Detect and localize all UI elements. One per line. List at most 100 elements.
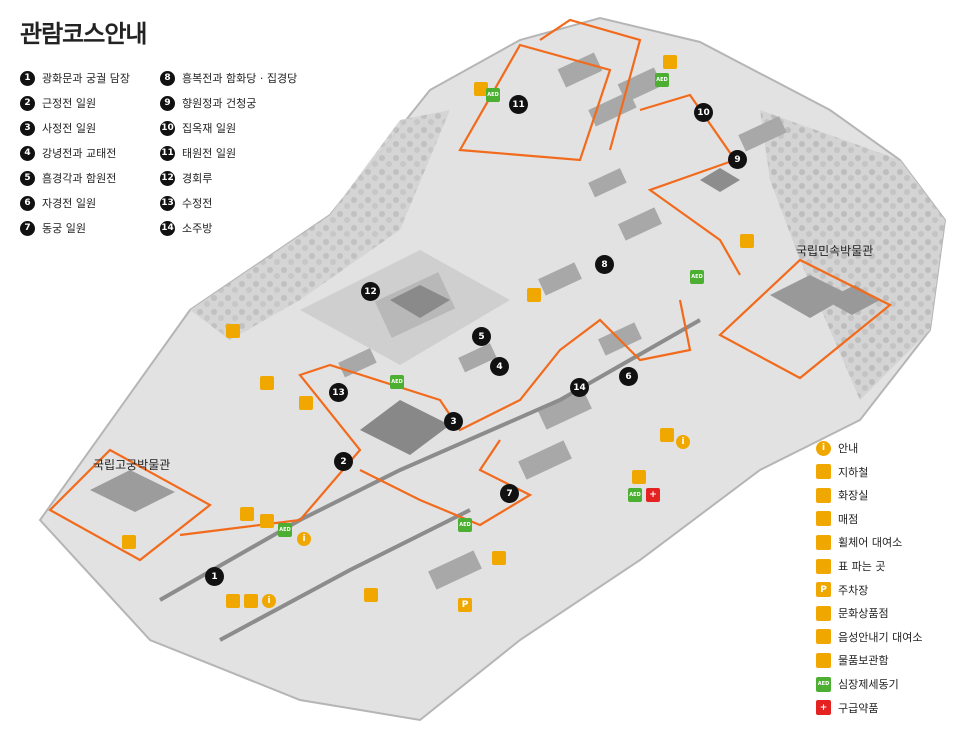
hyangwonjeong-pavilion (700, 168, 740, 192)
restroom-icon[interactable] (260, 376, 274, 390)
map-marker[interactable]: 14 (570, 378, 589, 397)
route-number-badge: 11 (160, 145, 175, 161)
info-icon[interactable]: i (297, 532, 311, 546)
legend-item: 물품보관함 (816, 652, 889, 668)
map-marker[interactable]: 3 (444, 412, 463, 431)
legend-label: 휠체어 대여소 (838, 536, 903, 550)
first-aid-icon[interactable]: + (646, 488, 660, 502)
aed-icon[interactable]: AED (458, 518, 472, 532)
info-icon[interactable]: i (676, 435, 690, 449)
route-label: 향원정과 건청궁 (182, 97, 257, 110)
route-number-badge: 13 (160, 195, 175, 211)
audio-guide-icon (816, 629, 831, 645)
map-marker[interactable]: 12 (361, 282, 380, 301)
legend-label: 심장제세동기 (838, 678, 899, 691)
locker-icon[interactable] (240, 507, 254, 521)
palace-walls (159, 318, 701, 642)
store-icon[interactable] (364, 588, 378, 602)
folk-museum-building (770, 275, 850, 318)
ticket-icon[interactable] (226, 594, 240, 608)
info-icon[interactable]: i (262, 594, 276, 608)
restroom-icon[interactable] (492, 551, 506, 565)
ticket-icon[interactable] (226, 324, 240, 338)
route-number-badge: 12 (160, 170, 175, 186)
subway-icon (816, 464, 831, 480)
legend-label: 안내 (838, 442, 859, 455)
restroom-icon[interactable] (740, 234, 754, 248)
legend-item: i 안내 (816, 440, 858, 456)
aed-icon[interactable]: AED (655, 73, 669, 87)
palace-museum-label: 국립고궁박물관 (93, 458, 171, 472)
route-item: 2 근정전 일원 (20, 95, 96, 111)
restroom-icon (816, 487, 831, 503)
route-label: 근정전 일원 (42, 97, 97, 110)
legend-label: 주차장 (838, 583, 869, 597)
route-label: 경회루 (182, 172, 213, 185)
gift-shop-icon (816, 605, 831, 621)
route-label: 광화문과 궁궐 담장 (42, 72, 130, 85)
route-item: 5 흠경각과 함원전 (20, 170, 116, 186)
aed-icon[interactable]: AED (486, 88, 500, 102)
route-number-badge: 6 (20, 195, 35, 211)
legend-item: +구급약품 (816, 700, 878, 716)
restroom-icon[interactable] (527, 288, 541, 302)
map-marker[interactable]: 10 (694, 103, 713, 122)
route-label: 자경전 일원 (42, 197, 97, 210)
route-item: 9 향원정과 건청궁 (160, 95, 256, 111)
route-number-badge: 2 (20, 95, 35, 111)
aed-icon[interactable]: AED (628, 488, 642, 502)
restroom-icon[interactable] (632, 470, 646, 484)
page-title: 관람코스안내 (20, 20, 147, 48)
route-label: 소주방 (182, 222, 213, 235)
map-marker[interactable]: 8 (595, 255, 614, 274)
map-marker[interactable]: 1 (205, 567, 224, 586)
route-number-badge: 9 (160, 95, 175, 111)
legend-item: 표 파는 곳 (816, 558, 885, 574)
first-aid-icon: + (816, 700, 831, 716)
route-item: 13 수정전 (160, 195, 212, 211)
subway-icon[interactable] (660, 428, 674, 442)
map-marker[interactable]: 7 (500, 484, 519, 503)
tour-route-lines (48, 18, 893, 562)
hall-geunjeongjeon (360, 400, 450, 455)
map-marker[interactable]: 9 (728, 150, 747, 169)
audio-guide-icon[interactable] (244, 594, 258, 608)
legend-item: 휠체어 대여소 (816, 534, 902, 550)
route-label: 흠경각과 함원전 (42, 172, 117, 185)
route-number-badge: 7 (20, 220, 35, 236)
legend-label: 매점 (838, 512, 859, 526)
ticket-icon (816, 558, 831, 574)
map-marker[interactable]: 6 (619, 367, 638, 386)
info-icon: i (816, 440, 831, 456)
map-marker[interactable]: 4 (490, 357, 509, 376)
route-item: 7 동궁 일원 (20, 220, 86, 236)
route-number-badge: 5 (20, 170, 35, 186)
aed-icon[interactable]: AED (278, 523, 292, 537)
palace-museum-building (90, 470, 175, 512)
route-label: 수정전 (182, 197, 213, 210)
route-item: 12 경회루 (160, 170, 212, 186)
ticket-icon[interactable] (663, 55, 677, 69)
route-item: 1 광화문과 궁궐 담장 (20, 70, 130, 86)
route-label: 흥복전과 함화당 · 집경당 (182, 72, 298, 85)
wheelchair-icon[interactable] (260, 514, 274, 528)
restroom-icon[interactable] (474, 82, 488, 96)
map-marker[interactable]: 13 (329, 383, 348, 402)
legend-label: 문화상품점 (838, 607, 889, 621)
building-blocks (338, 52, 787, 590)
route-label: 동궁 일원 (42, 222, 86, 235)
legend-item: 매점 (816, 511, 858, 527)
map-marker[interactable]: 11 (509, 95, 528, 114)
route-number-badge: 1 (20, 70, 35, 86)
subway-icon[interactable] (122, 535, 136, 549)
aed-icon[interactable]: AED (690, 270, 704, 284)
map-marker[interactable]: 2 (334, 452, 353, 471)
map-marker[interactable]: 5 (472, 327, 491, 346)
parking-icon[interactable]: P (458, 598, 472, 612)
aed-icon[interactable]: AED (390, 375, 404, 389)
route-label: 사정전 일원 (42, 122, 97, 135)
gift-shop-icon[interactable] (299, 396, 313, 410)
